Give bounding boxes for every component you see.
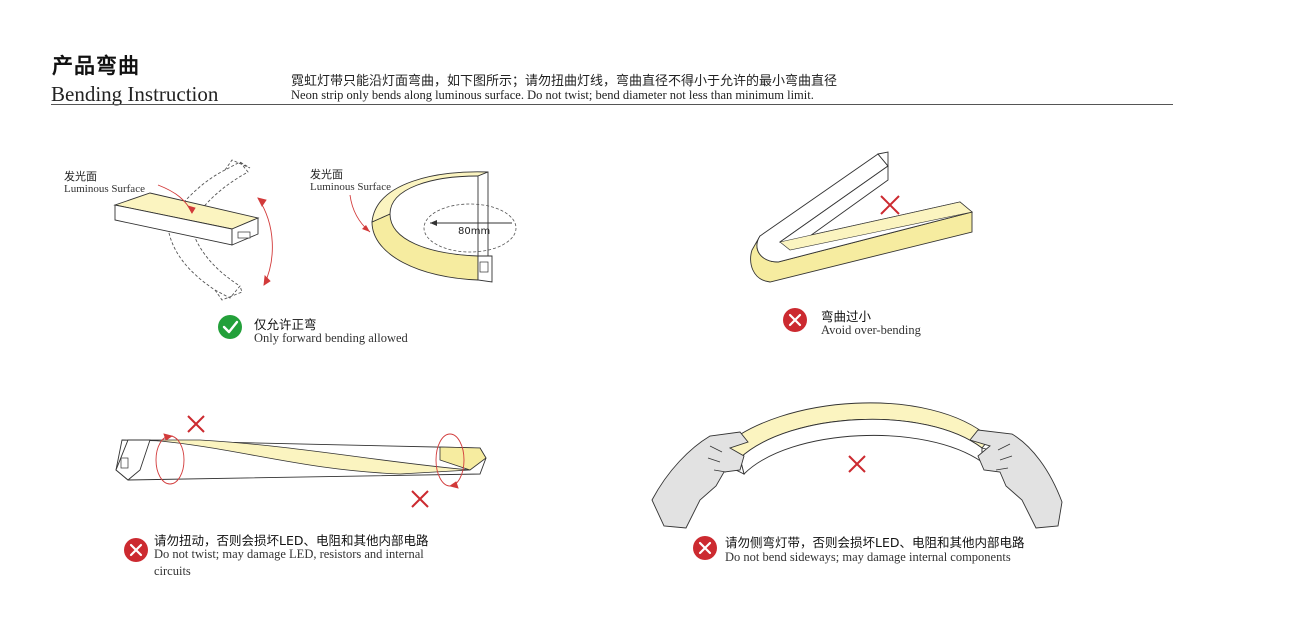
figure1-label-en: Luminous Surface	[64, 183, 145, 195]
page-subtitle-en: Neon strip only bends along luminous sur…	[291, 88, 814, 102]
over-bending-strip	[750, 151, 973, 283]
figure2-label-cn: 发光面	[310, 168, 343, 181]
side-bend-strip	[721, 402, 1001, 475]
over-bending-x-mark	[880, 195, 900, 215]
caption4-en: Do not bend sideways; may damage interna…	[725, 550, 1011, 564]
forward-bend-ghost-down	[167, 227, 243, 301]
header-divider	[51, 104, 1173, 105]
right-hand-icon	[969, 429, 1063, 529]
caption4-cn: 请勿侧弯灯带，否则会损坏LED、电阻和其他内部电路	[725, 535, 1025, 550]
check-circle-icon	[218, 315, 242, 339]
left-hand-icon	[651, 431, 749, 529]
caption3-en-line2: circuits	[154, 564, 191, 578]
caption2-cn: 弯曲过小	[821, 309, 872, 324]
caption3-cn: 请勿扭动，否则会损坏LED、电阻和其他内部电路	[154, 533, 429, 548]
x-circle-icon	[783, 308, 807, 332]
caption1-en: Only forward bending allowed	[254, 331, 408, 345]
page-title-cn: 产品弯曲	[52, 54, 140, 78]
figure2-label-en: Luminous Surface	[310, 181, 391, 193]
x-circle-icon	[693, 536, 717, 560]
twist-x-mark-bottom	[411, 490, 429, 508]
caption3-en-line1: Do not twist; may damage LED, resistors …	[154, 547, 424, 561]
side-bend-x-mark	[848, 455, 866, 473]
twist-x-mark-top	[187, 415, 205, 433]
forward-bend-strip	[113, 192, 260, 246]
min-radius-ellipse	[423, 203, 517, 253]
twist-arrows	[155, 433, 465, 489]
page-title-en: Bending Instruction	[51, 82, 219, 106]
min-radius-dimension-line	[430, 220, 512, 226]
forward-bend-arrows	[157, 184, 273, 286]
caption2-en: Avoid over-bending	[821, 323, 921, 337]
min-radius-arrow	[349, 194, 371, 233]
caption1-cn: 仅允许正弯	[254, 317, 317, 332]
x-circle-icon	[124, 538, 148, 562]
twist-strip	[115, 439, 487, 481]
min-radius-dimension: 80mm	[458, 226, 491, 237]
figure1-label-cn: 发光面	[64, 170, 97, 183]
min-radius-strip	[371, 171, 493, 283]
page-subtitle-cn: 霓虹灯带只能沿灯面弯曲，如下图所示；请勿扭曲灯线，弯曲直径不得小于允许的最小弯曲…	[291, 74, 838, 89]
forward-bend-ghost-up	[167, 159, 251, 223]
